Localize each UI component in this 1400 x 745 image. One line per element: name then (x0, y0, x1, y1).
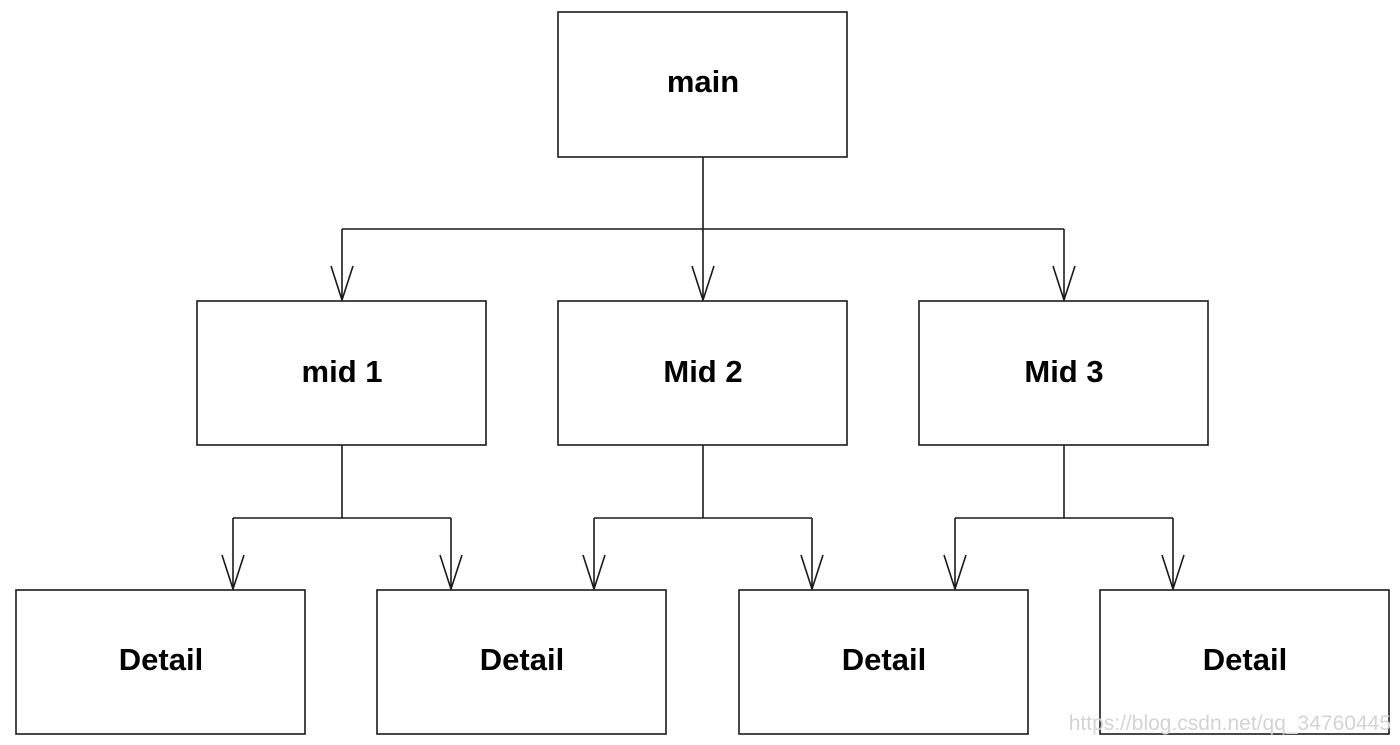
node-mid1-label: mid 1 (302, 354, 383, 389)
node-detail2-label: Detail (480, 642, 564, 677)
connectors-mid3 (943, 445, 1185, 592)
node-mid3-box (918, 300, 1209, 446)
connectors-mid2 (582, 445, 824, 592)
connectors-main (330, 157, 1076, 303)
node-detail3-label: Detail (842, 642, 926, 677)
node-detail1: Detail (15, 589, 306, 735)
node-detail4-label: Detail (1203, 642, 1287, 677)
arrowhead-mid2 (691, 265, 715, 303)
node-mid2-box (557, 300, 848, 446)
arrowhead-mid3-left (943, 554, 967, 592)
connectors-mid1 (221, 445, 463, 592)
watermark-text: https://blog.csdn.net/qq_34760445 (1069, 712, 1391, 735)
node-main-box (557, 11, 848, 158)
arrowhead-mid1 (330, 265, 354, 303)
arrowhead-mid2-left (582, 554, 606, 592)
node-detail3-box (738, 589, 1029, 735)
node-detail4: Detail (1099, 589, 1390, 735)
node-detail2-box (376, 589, 667, 735)
node-detail1-box (15, 589, 306, 735)
node-detail4-box (1099, 589, 1390, 735)
node-main: main (557, 11, 848, 158)
arrowhead-mid2-right (800, 554, 824, 592)
node-detail3: Detail (738, 589, 1029, 735)
node-mid2-label: Mid 2 (663, 354, 742, 389)
node-mid3: Mid 3 (918, 300, 1209, 446)
node-main-label: main (667, 64, 739, 99)
arrowhead-mid3-right (1161, 554, 1185, 592)
node-mid3-label: Mid 3 (1024, 354, 1103, 389)
node-mid1: mid 1 (196, 300, 487, 446)
arrowhead-mid3 (1052, 265, 1076, 303)
arrowhead-mid1-right (439, 554, 463, 592)
node-mid2: Mid 2 (557, 300, 848, 446)
arrowhead-mid1-left (221, 554, 245, 592)
node-mid1-box (196, 300, 487, 446)
node-detail1-label: Detail (119, 642, 203, 677)
node-detail2: Detail (376, 589, 667, 735)
